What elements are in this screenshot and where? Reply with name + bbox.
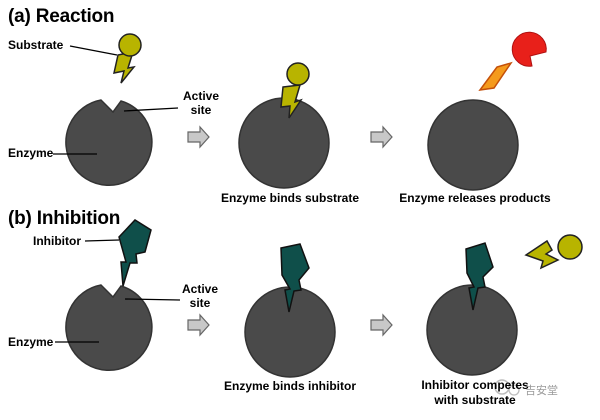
active-site-label-reaction: Active site	[182, 89, 220, 117]
substrate-pointer	[69, 45, 118, 56]
substrate-label: Substrate	[8, 38, 64, 52]
product-red	[511, 31, 547, 67]
active-site-label-inhibition: Active site	[181, 282, 219, 310]
active-site-pointer	[124, 298, 181, 301]
product-orange	[478, 61, 513, 91]
inhibitor-pointer	[84, 239, 120, 242]
inhibitor-free	[118, 219, 152, 287]
arrow-icon	[187, 125, 210, 149]
arrow-icon	[370, 125, 393, 149]
caption-enzyme-releases-products: Enzyme releases products	[399, 191, 551, 205]
section-title-inhibition: (b) Inhibition	[8, 208, 121, 229]
enzyme-inhibition-3	[426, 284, 518, 376]
caption-enzyme-binds-substrate: Enzyme binds substrate	[220, 191, 360, 205]
enzyme-reaction-1	[65, 99, 153, 186]
substrate-excluded	[524, 234, 583, 270]
enzyme-label-reaction: Enzyme	[8, 146, 54, 160]
enzyme-reaction-2	[238, 97, 330, 189]
caption-enzyme-binds-inhibitor: Enzyme binds inhibitor	[223, 379, 356, 393]
enzyme-inhibition-1	[65, 284, 153, 371]
inhibitor-bound	[280, 243, 310, 313]
substrate-bound	[280, 62, 310, 119]
enzyme-label-inhibition: Enzyme	[8, 335, 54, 349]
arrow-icon	[187, 313, 210, 337]
arrow-icon	[370, 313, 393, 337]
caption-inhibitor-competes: Inhibitor competes with substrate	[421, 378, 529, 407]
section-title-reaction: (a) Reaction	[8, 6, 115, 27]
watermark-text: 吉安堂	[525, 385, 558, 397]
watermark-icon	[494, 379, 520, 396]
inhibitor-label: Inhibitor	[33, 234, 81, 248]
substrate-reaction-1	[113, 33, 142, 84]
inhibitor-bound-competing	[465, 242, 494, 311]
enzyme-reaction-3	[427, 99, 519, 191]
active-site-pointer	[123, 107, 179, 112]
